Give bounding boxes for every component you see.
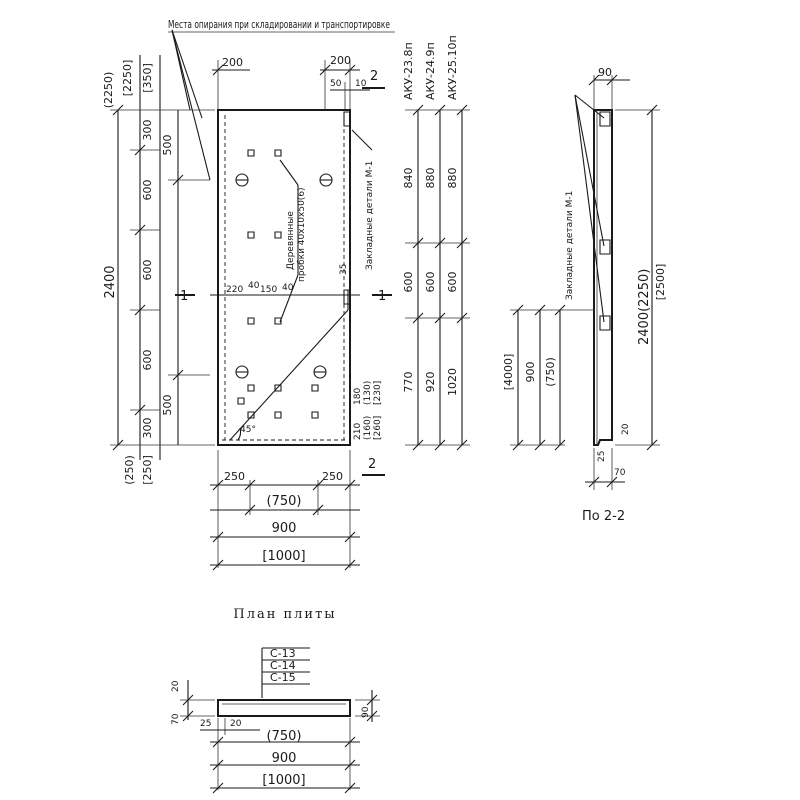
support-note: Места опирания при складировании и транс… xyxy=(168,18,390,31)
sec22-dim-900: 900 xyxy=(524,362,537,383)
dim-a-600-3: 600 xyxy=(141,350,154,371)
dim-bottom-1: (250) xyxy=(123,455,136,485)
panel-dim-columns xyxy=(405,105,470,450)
sec11-dim-900: 900 xyxy=(272,751,297,766)
panel-2-dim-1: 880 xyxy=(424,168,437,189)
dim-a-600-2: 600 xyxy=(141,260,154,281)
panel-3-dim-1: 880 xyxy=(446,168,459,189)
dim-a-600-1: 600 xyxy=(141,180,154,201)
dim-a-300-bottom: 300 xyxy=(141,418,154,439)
sec22-length: 2400(2250) xyxy=(637,269,652,345)
plugs-leader-3 xyxy=(280,275,298,322)
dim-top-3: [350] xyxy=(141,63,154,93)
dim-180: 180 xyxy=(353,388,363,405)
support-leader-2 xyxy=(172,30,202,118)
embedded-note-plan: Закладные детали М-1 xyxy=(365,161,375,270)
support-leader-1 xyxy=(172,30,210,180)
dim-260: [260] xyxy=(373,416,383,440)
dim-130: (130) xyxy=(363,381,373,405)
panel-2-dim-3: 920 xyxy=(424,372,437,393)
sec11-dim-90: 90 xyxy=(361,706,371,718)
dim-35: 35 xyxy=(339,264,349,275)
dim-200-left: 200 xyxy=(222,56,243,69)
sec22-dim-25: 25 xyxy=(597,451,607,462)
dim-10: 10 xyxy=(355,79,367,89)
dim-250-left: 250 xyxy=(224,470,245,483)
plate-plan xyxy=(210,110,360,445)
dim-900: 900 xyxy=(272,521,297,536)
panel-name-2: АКУ-24.9п xyxy=(424,42,437,100)
plan-title: План плиты xyxy=(233,607,336,622)
lifting-loops xyxy=(236,174,332,378)
dim-220: 220 xyxy=(226,285,243,295)
embedded-note-section: Закладные детали М-1 xyxy=(565,191,575,300)
plugs-note-1: Деревянные xyxy=(286,211,296,270)
sec22-dim-70: 70 xyxy=(614,468,626,478)
dim-total-2400: 2400 xyxy=(103,265,118,298)
sec11-label-c15: С-15 xyxy=(270,671,296,684)
sec22-dim-90: 90 xyxy=(598,66,612,79)
section-2-2-title: По 2-2 xyxy=(582,509,625,524)
wooden-plugs xyxy=(238,150,318,418)
sec22-dim-20: 20 xyxy=(621,423,631,435)
panel-name-1: АКУ-23.8п xyxy=(402,42,415,100)
sec11-dim-25: 25 xyxy=(200,719,211,729)
dim-750: (750) xyxy=(267,494,302,509)
dim-250-right: 250 xyxy=(322,470,343,483)
angle-45: 45° xyxy=(240,425,256,435)
sec11-dim-20b: 20 xyxy=(230,719,242,729)
section-2-2-view xyxy=(575,75,660,490)
section-1-1-view xyxy=(180,648,380,793)
dim-1000: [1000] xyxy=(262,549,305,564)
section-mark-1-left: 1 xyxy=(180,289,188,304)
panel-1-dim-3: 770 xyxy=(402,372,415,393)
panel-name-3: АКУ-25.10п xyxy=(446,35,459,100)
support-leader-3 xyxy=(172,30,190,110)
left-dimensions xyxy=(110,55,215,460)
sec11-label-c13: С-13 xyxy=(270,647,296,660)
dim-top-1: (2250) xyxy=(102,72,115,109)
dim-bottom-2: [250] xyxy=(141,455,154,485)
dim-150: 150 xyxy=(260,285,277,295)
embedded-leader xyxy=(352,130,372,150)
sec22-length-2: [2500] xyxy=(654,264,667,301)
dim-230: [230] xyxy=(373,381,383,405)
sec22-dim-4000: [4000] xyxy=(502,354,515,391)
plan-bottom-dims xyxy=(210,450,360,570)
sec11-dim-1000: [1000] xyxy=(262,773,305,788)
sec11-label-c14: С-14 xyxy=(270,659,296,672)
dim-40a: 40 xyxy=(248,281,260,291)
plugs-leader xyxy=(280,160,298,185)
angle-arc xyxy=(238,428,241,440)
dim-b-500-bottom: 500 xyxy=(161,395,174,416)
sec11-dim-750: (750) xyxy=(267,729,302,744)
sec22-dim-750: (750) xyxy=(544,357,557,387)
panel-3-dim-3: 1020 xyxy=(446,368,459,396)
dim-210: 210 xyxy=(353,423,363,440)
sec11-dim-20: 20 xyxy=(171,680,181,692)
sec22-length-dims xyxy=(510,305,595,450)
panel-1-dim-2: 600 xyxy=(402,272,415,293)
section-mark-2-bottom: 2 xyxy=(368,457,376,472)
dim-a-300-top: 300 xyxy=(141,120,154,141)
panel-1-dim-1: 840 xyxy=(402,168,415,189)
panel-3-dim-2: 600 xyxy=(446,272,459,293)
section-mark-1-right: 1 xyxy=(378,289,386,304)
sec11-dim-70: 70 xyxy=(171,713,181,725)
plugs-note-2: пробки 40х10х50(6) xyxy=(297,187,307,282)
dim-50: 50 xyxy=(330,79,342,89)
dim-160: (160) xyxy=(363,416,373,440)
top-dimensions xyxy=(212,60,370,110)
dim-b-500-top: 500 xyxy=(161,135,174,156)
dim-top-2: [2250] xyxy=(121,60,134,97)
dim-40b: 40 xyxy=(282,283,294,293)
section-mark-2-top: 2 xyxy=(370,69,378,84)
panel-2-dim-2: 600 xyxy=(424,272,437,293)
dim-200-right: 200 xyxy=(330,54,351,67)
